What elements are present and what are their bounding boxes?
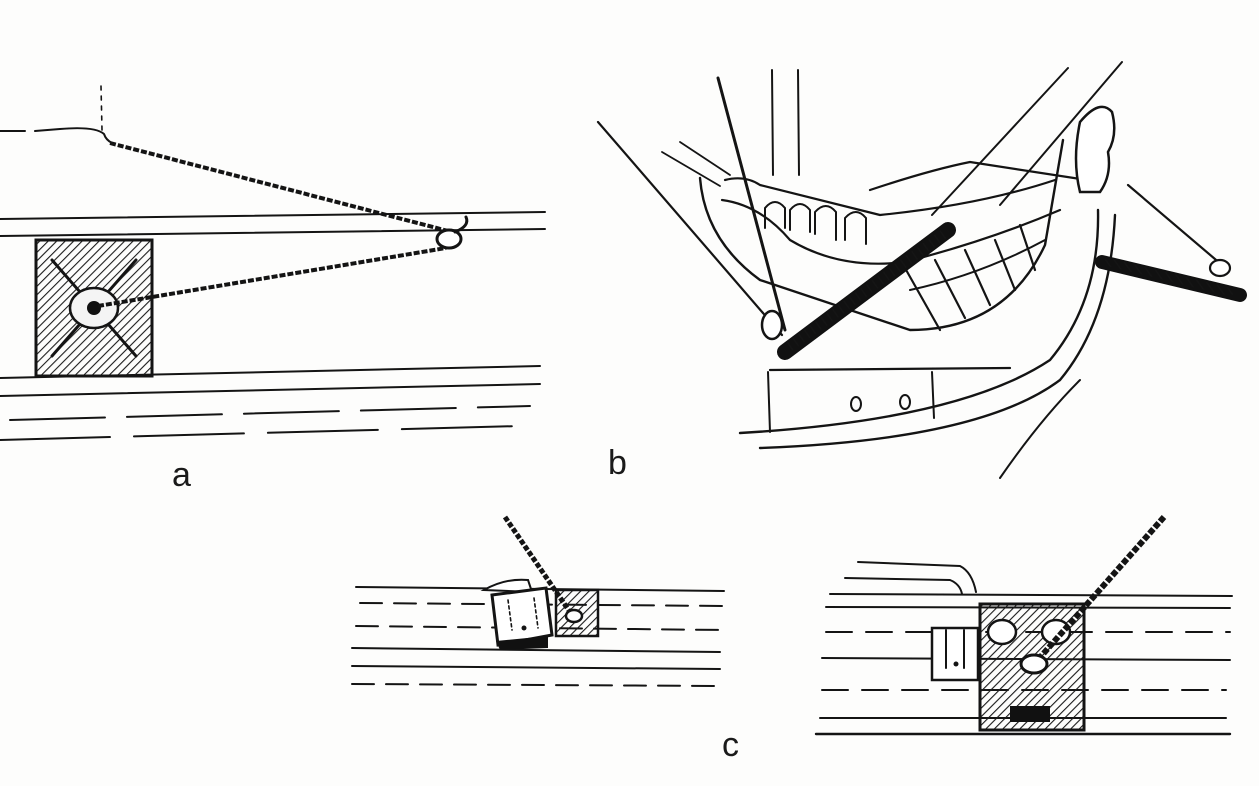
panel-b-hull-side <box>931 371 935 419</box>
panel-a-plank-line <box>0 383 541 397</box>
panel-c-right-mask-eye <box>986 618 1018 646</box>
panel-b-cathead-left-texture <box>784 229 949 352</box>
panel-c-plank-line <box>351 647 721 653</box>
panel-c-right-eyebolt <box>1019 653 1049 675</box>
panel-b-carved-figures <box>764 201 867 245</box>
panel-b-figurehead <box>1074 105 1116 194</box>
panel-c-left-plate <box>490 586 554 647</box>
panel-b-hull-side <box>767 371 771 433</box>
panel-c-plank-dashed <box>351 683 719 687</box>
panel-b-block <box>1208 258 1232 278</box>
panel-b-block <box>760 309 784 341</box>
panel-b-upper-arm <box>868 160 1102 192</box>
panel-b-cathead-right-texture <box>1104 258 1234 296</box>
panel-b-bulwark-line <box>679 141 731 176</box>
panel-a-lower-rope <box>97 246 447 308</box>
panel-a-wale-bottom <box>0 228 546 237</box>
panel-c-right-mask-eye <box>1040 618 1072 646</box>
panel-b-waist-rail <box>768 366 1012 372</box>
panel-b-stay <box>596 120 784 337</box>
panel-c-right-mask-mouth <box>1010 706 1050 722</box>
panel-b-cutwater <box>999 379 1081 479</box>
panel-b-head-rail <box>723 177 1057 217</box>
panel-b-spar <box>931 67 1069 216</box>
panel-b-mast <box>771 69 774 176</box>
panel-c-right-drawing <box>814 515 1233 736</box>
panel-a-eyebolt <box>87 301 101 315</box>
panel-b-stay <box>716 76 787 332</box>
panel-b-head-rail <box>720 198 1062 265</box>
panel-b-stem <box>738 208 1100 435</box>
panel-b-bow-curve <box>698 138 1065 332</box>
panel-a-drawing <box>0 85 546 441</box>
panel-label-c: c <box>722 726 739 764</box>
panel-c-right-rail-top <box>857 561 977 593</box>
panel-c-right-plate-hole <box>953 661 959 667</box>
panel-b-hawse-hole <box>850 396 862 412</box>
panel-c-left-plate-rivets <box>533 597 539 629</box>
panel-a-wale-top <box>0 211 546 220</box>
panel-c-left-plate-rivets <box>507 599 513 631</box>
panel-b-bulwark-line <box>661 151 721 187</box>
panel-a-rail-curve <box>0 127 113 144</box>
panel-c-right-rope <box>1033 515 1167 664</box>
panel-c-left-plate-shadow <box>496 636 548 650</box>
panel-label-b: b <box>608 444 627 482</box>
panel-b-hawse-hole <box>899 394 911 410</box>
panel-c-plank-line <box>351 665 721 670</box>
panel-c-right-plate <box>930 626 980 682</box>
panel-a-plank-dashed <box>0 425 521 441</box>
panel-c-chock <box>480 578 534 594</box>
panel-c-left-eyebolt <box>564 608 584 624</box>
panel-a-plank-dashed <box>9 405 531 421</box>
panel-b-stem-outer <box>758 213 1117 450</box>
panel-c-right-rail-top <box>844 577 963 595</box>
panel-b-stay-right <box>1126 183 1224 267</box>
panel-a-clasp-hook <box>453 215 469 234</box>
panel-c-left-plate-hole <box>521 625 527 631</box>
panel-b-head-grating <box>903 223 1046 332</box>
panel-a-dashed-stanchion <box>100 85 103 131</box>
panel-a-rope-clasp <box>435 228 463 250</box>
panel-a-upper-rope <box>109 141 453 234</box>
panel-c-right-plank-line <box>829 593 1233 597</box>
panel-c-left-rope <box>502 515 577 620</box>
panel-label-a: a <box>172 456 191 494</box>
panel-b-drawing <box>596 61 1247 479</box>
panel-b-mast <box>797 69 800 176</box>
panel-c-left-drawing <box>351 515 725 687</box>
panel-b-spar <box>999 61 1123 206</box>
